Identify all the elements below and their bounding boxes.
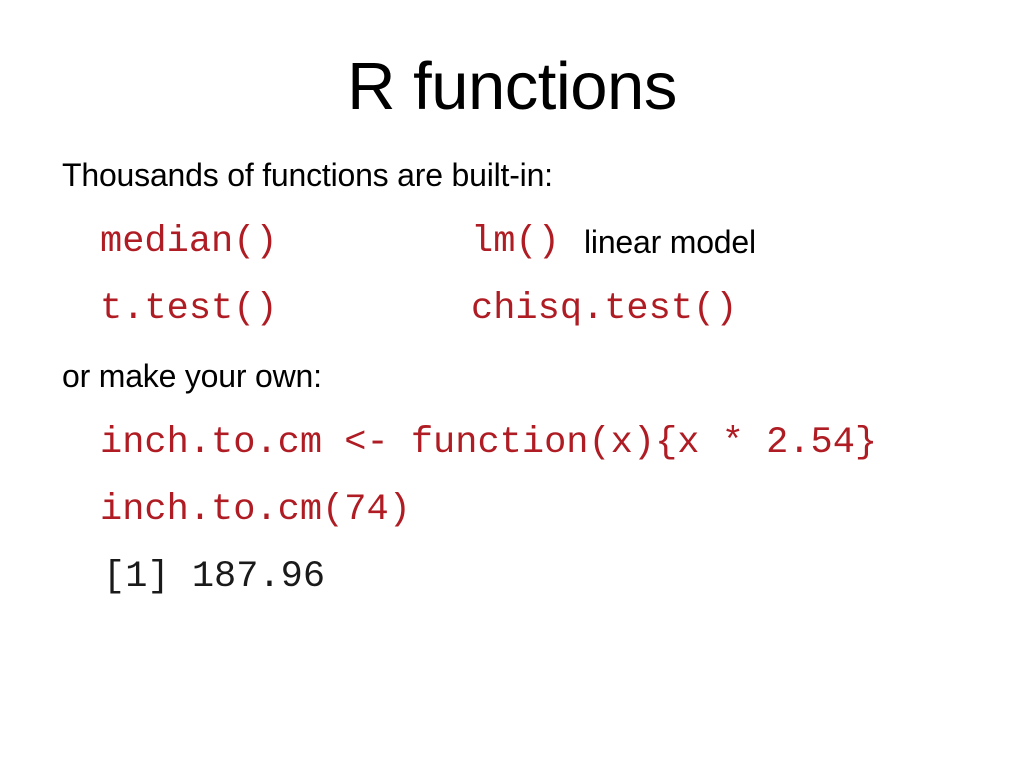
console-output: [1] 187.96 [103,556,326,598]
code-lm: lm() [471,221,560,263]
code-function-definition: inch.to.cm <- function(x){x * 2.54} [100,422,878,464]
own-text: or make your own: [62,358,322,394]
code-chisq-test: chisq.test() [471,288,738,330]
code-function-call: inch.to.cm(74) [100,489,411,531]
slide-body: Thousands of functions are built-in: med… [0,142,1024,611]
code-median: median() [100,221,278,263]
builtin-row-2: t.test() chisq.test() [0,276,1024,343]
intro-text: Thousands of functions are built-in: [62,157,553,193]
code-t-test: t.test() [100,288,278,330]
builtin-row-1: median() lm() linear model [0,209,1024,276]
page-title: R functions [347,49,677,124]
note-linear-model: linear model [584,224,756,260]
